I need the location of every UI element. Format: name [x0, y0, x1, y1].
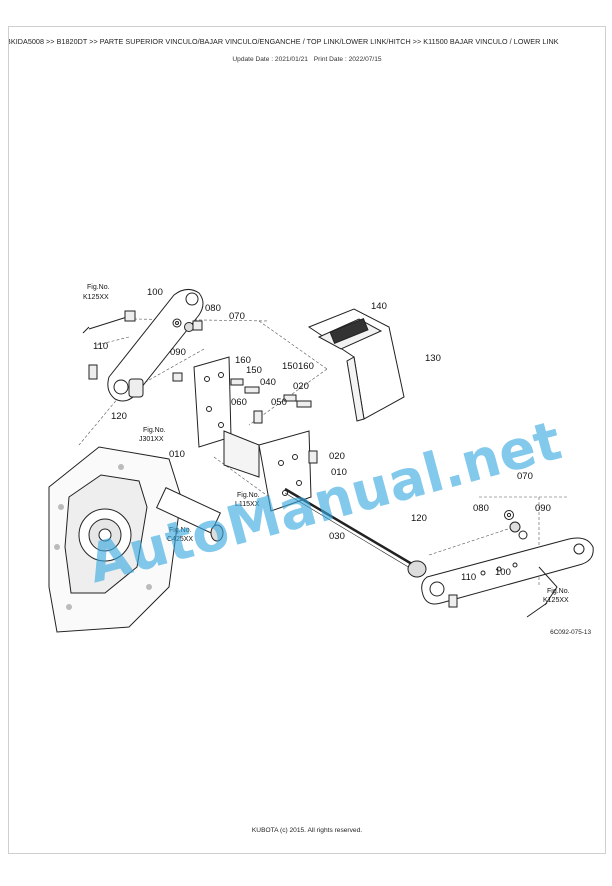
- fig-ref-label: Fig.No.: [169, 527, 192, 534]
- callout: 060: [231, 397, 247, 408]
- drawing-code: 6C092-075-13: [550, 629, 591, 636]
- fig-ref-label: Fig.No.: [547, 588, 570, 595]
- callout: 010: [169, 449, 185, 460]
- callout: 120: [111, 411, 127, 422]
- callout: 120: [411, 513, 427, 524]
- update-date: Update Date : 2021/01/21: [232, 56, 308, 63]
- top-link-left-part: [82, 289, 204, 402]
- callout: 110: [93, 341, 108, 352]
- callout: 080: [205, 303, 221, 314]
- transmission-housing-part: [48, 446, 224, 633]
- breadcrumb: BKIDA5008 >> B1820DT >> PARTE SUPERIOR V…: [8, 37, 559, 46]
- callout: 110: [461, 572, 476, 583]
- fig-ref-code: K125XX: [543, 597, 569, 604]
- callout: 030: [329, 531, 345, 542]
- callout: 100: [495, 567, 511, 578]
- fig-ref-label: Fig.No.: [87, 284, 110, 291]
- callout: 090: [535, 503, 551, 514]
- fig-ref-label: Fig.No.: [143, 427, 166, 434]
- callout: 150: [246, 365, 262, 376]
- callout: 150: [282, 361, 298, 372]
- callout: 010: [331, 467, 347, 478]
- parts-sheet: BKIDA5008 >> B1820DT >> PARTE SUPERIOR V…: [8, 26, 606, 854]
- fig-ref-code: C425XX: [167, 536, 193, 543]
- callout: 020: [329, 451, 345, 462]
- copyright-footer: KUBOTA (c) 2015. All rights reserved.: [251, 827, 363, 834]
- callout: 020: [293, 381, 309, 392]
- center-bracket: [193, 356, 312, 512]
- figure-references: Fig.No. K125XX Fig.No. J301XX Fig.No. L1…: [83, 284, 570, 604]
- callout-numbers: 100 080 070 110 090 120 140 130 160 150 …: [93, 287, 551, 583]
- callout: 130: [425, 353, 441, 364]
- fig-ref-label: Fig.No.: [237, 492, 260, 499]
- callout: 080: [473, 503, 489, 514]
- callout: 160: [298, 361, 314, 372]
- callout: 140: [371, 301, 387, 312]
- fig-ref-code: L115XX: [235, 501, 260, 508]
- callout: 100: [147, 287, 163, 298]
- callout: 040: [260, 377, 276, 388]
- date-line: Update Date : 2021/01/21 Print Date : 20…: [9, 56, 605, 63]
- callout: 160: [235, 355, 251, 366]
- callout: 070: [229, 311, 245, 322]
- exploded-parts-diagram: 100 080 070 110 090 120 140 130 160 150 …: [48, 284, 594, 633]
- top-cover-part: [307, 308, 405, 422]
- fig-ref-code: J301XX: [139, 436, 164, 443]
- lower-link-right-part: [421, 510, 594, 618]
- print-date: Print Date : 2022/07/15: [313, 56, 382, 63]
- callout: 090: [170, 347, 186, 358]
- fig-ref-code: K125XX: [83, 294, 109, 301]
- callout: 070: [517, 471, 533, 482]
- callout: 050: [271, 397, 287, 408]
